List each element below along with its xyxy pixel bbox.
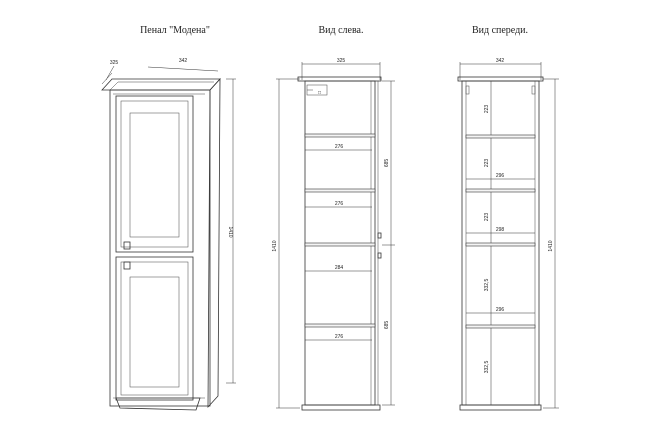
front-section-height-2: 223: [484, 159, 490, 168]
upper-door: [115, 95, 194, 253]
title-front-view: Вид спереди.: [472, 25, 528, 36]
front-shelf-width-2: 298: [496, 227, 505, 233]
dim-front-height: 1410: [548, 240, 554, 251]
left-shelf-width-2: 276: [335, 201, 344, 207]
left-shelf-1: [304, 133, 376, 138]
front-shelf-3: [465, 242, 536, 247]
dim-3d-height: 1410: [227, 226, 233, 237]
cabinet-side: [207, 77, 221, 409]
front-section-height-1: 223: [484, 105, 490, 114]
title-3d-view: Пенал "Модена": [140, 25, 210, 36]
dim-left-height: 1410: [272, 240, 278, 251]
front-view-base: [459, 404, 542, 411]
left-view-top-panel: [297, 76, 382, 82]
left-view-handle-lower: [377, 252, 382, 259]
front-view-top-panel: [457, 76, 544, 82]
front-shelf-width-1: 296: [496, 173, 505, 179]
left-shelf-width-3: 284: [335, 265, 344, 271]
dim-front-top: 342: [496, 58, 505, 64]
left-shelf-4: [304, 323, 376, 328]
dim-left-top: 325: [337, 58, 346, 64]
front-shelf-width-3: 296: [496, 307, 505, 313]
left-shelf-3: [304, 242, 376, 247]
dim-3d-depth: 325: [110, 60, 119, 66]
front-section-height-4: 332,5: [484, 279, 490, 292]
left-shelf-2: [304, 188, 376, 193]
front-section-height-5: 332,5: [484, 361, 490, 374]
lower-door-panel: [129, 276, 180, 388]
upper-door-handle: [123, 241, 131, 250]
upper-door-glass: [129, 112, 180, 238]
dim-left-lower-section: 685: [384, 321, 390, 330]
lower-door: [115, 256, 194, 401]
title-left-view: Вид слева.: [318, 25, 363, 36]
left-view-handle-upper: [377, 232, 382, 239]
front-shelf-1: [465, 134, 536, 139]
cabinet-top: [101, 78, 221, 91]
svg-text:□: □: [318, 90, 321, 96]
lower-door-handle: [123, 261, 131, 270]
cabinet-front: [109, 89, 211, 407]
front-shelf-4: [465, 324, 536, 329]
front-shelf-2: [465, 188, 536, 193]
left-shelf-width-1: 276: [335, 144, 344, 150]
dim-left-upper-section: 685: [384, 159, 390, 168]
front-section-height-3: 223: [484, 213, 490, 222]
cabinet-base: [115, 397, 201, 411]
left-view-base: [301, 404, 381, 411]
cabinet-front-view: 342 223 223 223 332,5 332,5 296 298 29: [457, 58, 559, 411]
cabinet-left-view: 325 □ 276 276 284 276 1410: [272, 58, 395, 411]
left-shelf-width-4: 276: [335, 334, 344, 340]
dim-3d-width: 342: [179, 58, 188, 64]
cabinet-3d-view: 325 342 1410: [101, 58, 236, 411]
